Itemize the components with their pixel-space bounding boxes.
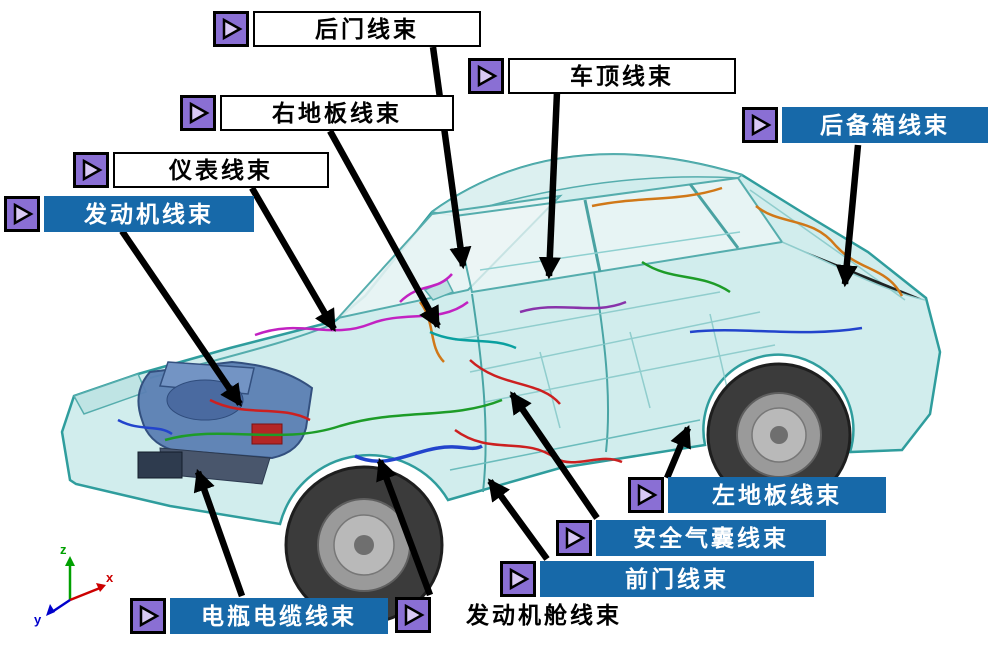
label-battery-cable-harness: 电瓶电缆线束 xyxy=(130,597,388,635)
arrow-engine-compartment-harness xyxy=(376,457,434,597)
car-front-wheel xyxy=(284,465,444,625)
arrow-left-floor-harness xyxy=(664,424,691,480)
car-rear-door-line xyxy=(593,271,610,453)
car-far-beltline xyxy=(479,231,741,271)
arrow-airbag-harness xyxy=(509,391,600,520)
arrow-roof-harness xyxy=(538,91,561,280)
label-text: 仪表线束 xyxy=(113,152,329,188)
harness-marker-icon xyxy=(213,11,249,47)
arrow-rear-door-harness xyxy=(429,46,472,270)
arrow-battery-cable-harness xyxy=(193,468,246,598)
label-instrument-panel-harness: 仪表线束 xyxy=(73,151,329,189)
callout-arrows xyxy=(119,46,862,598)
harness-marker-icon xyxy=(500,561,536,597)
label-text: 后门线束 xyxy=(253,11,481,47)
harness-marker-icon xyxy=(556,520,592,556)
arrow-front-door-harness xyxy=(487,478,550,561)
label-text: 发动机舱线束 xyxy=(466,601,622,628)
axis-label-y: y xyxy=(34,612,42,627)
label-trunk-harness: 后备箱线束 xyxy=(742,106,988,144)
label-text: 安全气囊线束 xyxy=(596,520,826,556)
axis-triad: z x y xyxy=(34,542,114,627)
label-text: 左地板线束 xyxy=(668,477,886,513)
label-rear-door-harness: 后门线束 xyxy=(213,10,481,48)
car-roof-panel xyxy=(430,153,744,217)
label-text: 右地板线束 xyxy=(220,95,454,131)
harness-marker-icon xyxy=(4,196,40,232)
axis-label-z: z xyxy=(60,542,67,557)
label-front-door-harness: 前门线束 xyxy=(500,560,814,598)
harness-marker-icon xyxy=(628,477,664,513)
harness-marker-icon xyxy=(130,598,166,634)
car-battery xyxy=(137,451,183,479)
car-front-door-line xyxy=(471,293,487,493)
label-left-floor-harness: 左地板线束 xyxy=(628,476,886,514)
label-text: 发动机线束 xyxy=(44,196,254,232)
label-airbag-harness: 安全气囊线束 xyxy=(556,519,826,557)
car-floor-edge xyxy=(449,419,701,471)
label-engine-compartment-harness: 发动机舱线束 xyxy=(395,596,653,634)
harness-marker-icon xyxy=(468,58,504,94)
car-illustration xyxy=(60,153,942,625)
label-text: 电瓶电缆线束 xyxy=(170,598,388,634)
label-text: 前门线束 xyxy=(540,561,814,597)
label-roof-harness: 车顶线束 xyxy=(468,57,736,95)
label-text: 后备箱线束 xyxy=(782,107,988,143)
arrow-trunk-harness xyxy=(835,144,862,288)
arrow-engine-harness xyxy=(119,229,243,407)
car-rear-wheel xyxy=(706,362,852,508)
harness-marker-icon xyxy=(742,107,778,143)
axis-label-x: x xyxy=(106,570,114,585)
harness-marker-icon xyxy=(73,152,109,188)
harness-marker-icon xyxy=(395,597,431,633)
label-right-floor-harness: 右地板线束 xyxy=(180,94,454,132)
harness-marker-icon xyxy=(180,95,216,131)
car-b-pillar xyxy=(583,199,602,273)
arrow-instrument-panel-harness xyxy=(249,186,337,332)
label-engine-harness: 发动机线束 xyxy=(4,195,254,233)
arrow-right-floor-harness xyxy=(327,129,441,329)
label-text: 车顶线束 xyxy=(508,58,736,94)
